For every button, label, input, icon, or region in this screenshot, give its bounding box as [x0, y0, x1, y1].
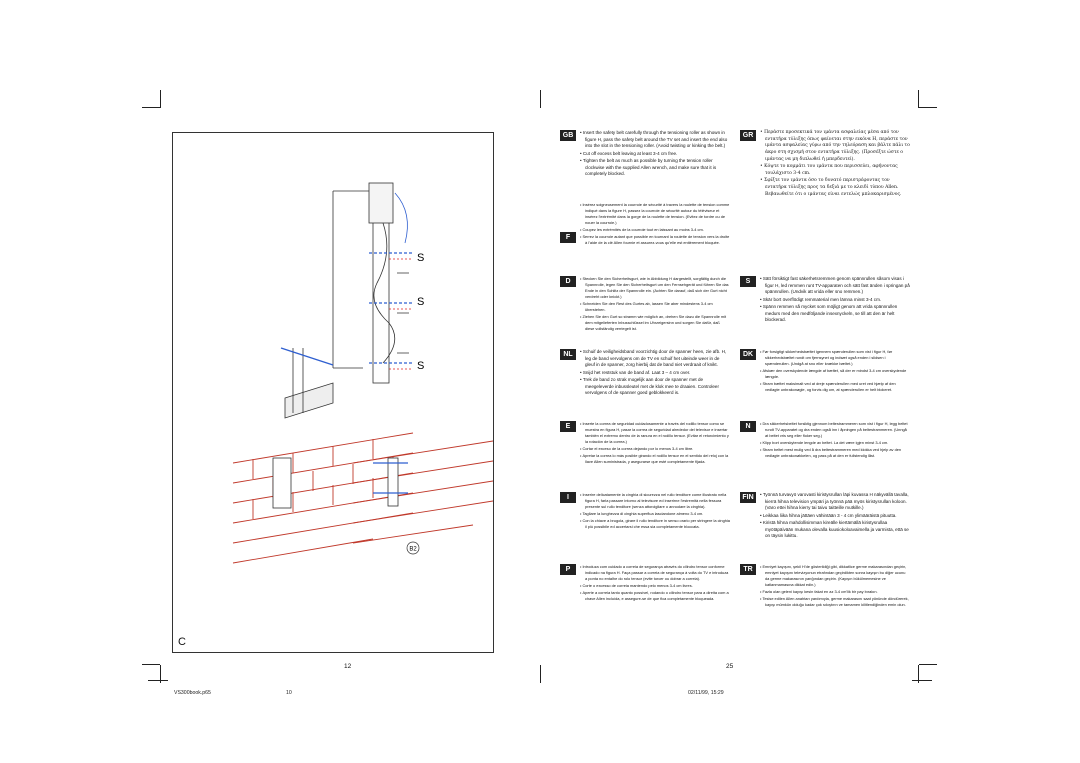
- instruction-item: Inserire delicatamente la cinghia di sic…: [580, 492, 730, 510]
- language-badge: TR: [740, 564, 756, 575]
- instruction-item: Før forsigtigt sikkerhedsbæltet igennem …: [760, 349, 910, 367]
- crop-mark: [160, 665, 161, 683]
- s-label: S: [417, 296, 424, 308]
- crop-mark: [540, 665, 541, 683]
- language-badge: I: [560, 492, 576, 503]
- instruction-item: Snijd het reststuk van de band af. Laat …: [580, 370, 730, 377]
- instruction-item: Serrez la courroie autant que possible e…: [580, 234, 730, 246]
- lang-block-s: S Sätt försiktigt fast säkerhetsremmen g…: [740, 276, 910, 340]
- instruction-item: Σφίξτε τον ιμάντα όσο το δυνατό περιστρέ…: [760, 178, 910, 198]
- instruction-item: Ziehen Sie den Gurt so stramm wie möglic…: [580, 314, 730, 332]
- instruction-item: Cut off excess belt leaving at least 3-4…: [580, 151, 730, 158]
- instruction-item: Afskær den overskydende længde af bæltet…: [760, 368, 910, 380]
- crop-mark: [918, 665, 919, 683]
- instruction-item: Schuif de veiligheidsband voorzichtig do…: [580, 349, 730, 369]
- instruction-item: Con la chiave a brugola, girare il rullo…: [580, 518, 730, 530]
- instruction-item: Sätt försiktigt fast säkerhetsremmen gen…: [760, 276, 910, 296]
- instruction-item: Trek de band zo strak mogelijk aan door …: [580, 377, 730, 397]
- instruction-item: Fazla olan geleni kayışı kesin fakat en …: [760, 589, 910, 595]
- crop-mark: [919, 664, 937, 665]
- language-badge: F: [560, 232, 576, 243]
- page-number-left: 12: [344, 663, 352, 670]
- instruction-item: Skär bort överflödigt remmaterial men lä…: [760, 297, 910, 304]
- lang-block-p: P Introduza com cuidado a correia de seg…: [560, 564, 730, 632]
- instruction-item: Apretar la correa lo más posible girando…: [580, 453, 730, 465]
- instruction-item: Työnnä turvavyö varovasti kiristysrullan…: [760, 492, 910, 512]
- instruction-item: Dra sikkerhetsbeltet forsiktig gjennom b…: [760, 421, 910, 439]
- callout-label: B2: [409, 547, 417, 553]
- crop-mark: [148, 680, 168, 681]
- instruction-item: Cortar el exceso de la correa dejando po…: [580, 446, 730, 452]
- crop-mark: [919, 107, 937, 108]
- lang-block-dk: DK Før forsigtigt sikkerhedsbæltet igenn…: [740, 349, 910, 413]
- page-number-right: 25: [726, 663, 734, 670]
- figure-label: C: [178, 636, 186, 648]
- language-badge: E: [560, 421, 576, 432]
- crop-mark: [912, 680, 932, 681]
- instruction-item: Spänn remmen så mycket som möjligt genom…: [760, 304, 910, 324]
- lang-block-d: D Stecken Sie den Sicherheitsgurt, wie i…: [560, 276, 730, 340]
- language-badge: P: [560, 564, 576, 575]
- instruction-item: Insérez soigneusement la courroie de séc…: [580, 202, 730, 226]
- language-badge: NL: [560, 349, 576, 360]
- lang-block-e: E Inserte la correa de seguridad cuidado…: [560, 421, 730, 485]
- footer-date: 02/11/99, 15:29: [688, 690, 724, 696]
- instruction-item: Klipp bort overskytende lengde av beltet…: [760, 440, 910, 446]
- instruction-item: Stram bæltet maksimalt ved at dreje spæn…: [760, 381, 910, 393]
- crop-mark: [540, 90, 541, 108]
- crop-mark: [142, 664, 160, 665]
- s-label: S: [417, 360, 424, 372]
- wall-mount-illustration: B2 S S S: [232, 182, 493, 564]
- crop-mark: [160, 90, 161, 108]
- instruction-item: Tesise edilen Allen anahtarı yardımıyla,…: [760, 596, 910, 608]
- figure-frame: B2 S S S: [172, 132, 494, 653]
- instruction-item: Corte o excesso de correia mantendo pelo…: [580, 583, 730, 589]
- instruction-item: Stram beltet mest mulig ved å dra beltes…: [760, 447, 910, 459]
- instruction-item: Introduza com cuidado a correia de segur…: [580, 564, 730, 582]
- language-badge: S: [740, 276, 756, 287]
- instruction-item: Kiristä hihna mahdollisimman kireälle ki…: [760, 520, 910, 540]
- instruction-item: Schneiden Sie den Rest des Gurtes ab, la…: [580, 301, 730, 313]
- crop-mark: [918, 90, 919, 108]
- language-badge: N: [740, 421, 756, 432]
- instruction-item: Tighten the belt as much as possible by …: [580, 158, 730, 178]
- instruction-item: Insert the safety belt carefully through…: [580, 130, 730, 150]
- language-badge: DK: [740, 349, 756, 360]
- lang-block-n: N Dra sikkerhetsbeltet forsiktig gjennom…: [740, 421, 910, 485]
- lang-block-i: I Inserire delicatamente la cinghia di s…: [560, 492, 730, 556]
- s-label: S: [417, 252, 424, 264]
- language-badge: GB: [560, 130, 576, 141]
- instruction-item: Περάστε προσεκτικά τον ιμάντα ασφαλείας …: [760, 130, 910, 164]
- footer-filename: VS300book.p65: [174, 690, 211, 696]
- lang-block-gr: GR Περάστε προσεκτικά τον ιμάντα ασφαλεί…: [740, 130, 910, 226]
- instruction-item: Κόψτε το κομμάτι του ιμάντα που περισσεύ…: [760, 164, 910, 177]
- lang-block-fin: FIN Työnnä turvavyö varovasti kiristysru…: [740, 492, 910, 556]
- instruction-item: Coupez les extrémités de la courroie tou…: [580, 227, 730, 233]
- instruction-item: Leikkaa liika hihna jättäen vähintään 3 …: [760, 513, 910, 520]
- lang-block-f: F Insérez soigneusement la courroie de s…: [560, 202, 730, 266]
- instruction-item: Inserte la correa de seguridad cuidadosa…: [580, 421, 730, 445]
- instruction-item: Aperte a correia tanto quanto possível, …: [580, 590, 730, 602]
- language-badge: GR: [740, 130, 756, 141]
- instruction-item: Stecken Sie den Sicherheitsgurt, wie in …: [580, 276, 730, 300]
- language-badge: D: [560, 276, 576, 287]
- crop-mark: [142, 107, 160, 108]
- lang-block-nl: NL Schuif de veiligheidsband voorzichtig…: [560, 349, 730, 413]
- lang-block-gb: GB Insert the safety belt carefully thro…: [560, 130, 730, 192]
- instruction-item: Emniyet kayışını, şekil H'de gösterildiğ…: [760, 564, 910, 588]
- footer-page: 10: [286, 690, 292, 696]
- instruction-item: Tagliare la lunghezza di cinghia superfl…: [580, 511, 730, 517]
- lang-block-tr: TR Emniyet kayışını, şekil H'de gösteril…: [740, 564, 910, 632]
- language-badge: FIN: [740, 492, 756, 503]
